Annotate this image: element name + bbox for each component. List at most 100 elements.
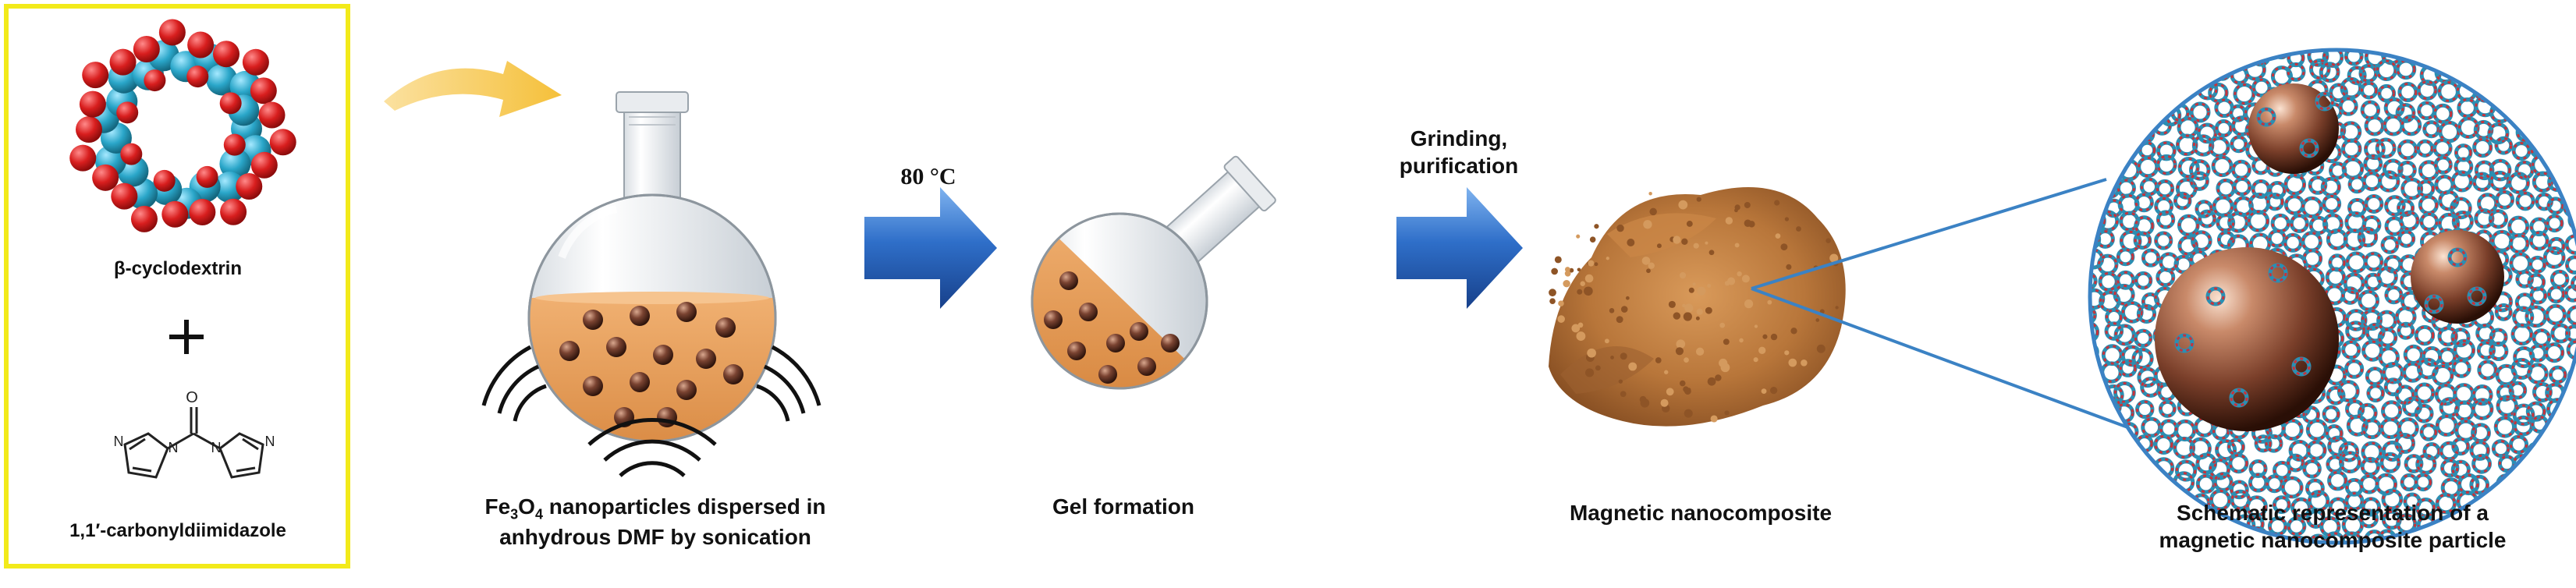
cyclodextrin-ring <box>2506 50 2528 66</box>
cyclodextrin-ring <box>2564 136 2576 157</box>
cyclodextrin-ring <box>2156 210 2176 229</box>
cyclodextrin-ring <box>2134 50 2157 67</box>
oxygen-atom <box>130 205 158 232</box>
cyclodextrin-ring <box>2507 172 2530 194</box>
powder-grain <box>1620 306 1628 313</box>
powder-grain <box>1571 324 1581 333</box>
cyclodextrin-ring <box>2361 214 2382 235</box>
cyclodextrin-ring <box>2528 230 2549 251</box>
cyclodextrin-ring <box>2344 309 2368 331</box>
cyclodextrin-ring <box>2344 359 2365 379</box>
cyclodextrin-ring <box>2305 478 2325 498</box>
cyclodextrin-ring <box>2159 80 2180 99</box>
cyclodextrin-ring <box>2366 384 2385 403</box>
cyclodextrin-ring <box>2470 50 2489 66</box>
cyclodextrin-ring <box>2564 512 2576 534</box>
cyclodextrin-ring <box>2451 358 2471 378</box>
cyclodextrin-ring <box>2090 190 2096 211</box>
cyclodextrin-ring <box>2545 303 2567 326</box>
cyclodextrin-ring <box>2233 83 2256 105</box>
cyclodextrin-ring <box>2454 157 2474 177</box>
cyclodextrin-ring <box>2090 64 2098 84</box>
cyclodextrin-ring <box>2134 459 2156 481</box>
powder-grain <box>1761 388 1767 395</box>
cyclodextrin-ring <box>2532 381 2553 402</box>
cyclodextrin-ring <box>2398 210 2420 232</box>
cyclodextrin-ring <box>2379 452 2401 473</box>
cyclodextrin-ring <box>2090 271 2098 291</box>
cyclodextrin-ring <box>2491 50 2511 68</box>
cyclodextrin-ring <box>2548 365 2567 384</box>
cyclodextrin-ring <box>2138 97 2157 116</box>
carbon-atom <box>206 64 238 96</box>
cyclodextrin-ring <box>2133 83 2155 104</box>
cyclodextrin-ring <box>2566 339 2576 360</box>
cyclodextrin-ring <box>2095 81 2118 104</box>
cyclodextrin-ring <box>2307 533 2329 543</box>
powder-grain <box>1576 331 1586 341</box>
curved-arrow <box>384 61 562 117</box>
cyclodextrin-ring <box>2489 341 2509 362</box>
powder-grain <box>1584 274 1594 283</box>
cyclodextrin-ring <box>2530 459 2549 477</box>
cyclodextrin-ring <box>2229 480 2249 500</box>
cyclodextrin-ring <box>2360 309 2383 331</box>
cyclodextrin-ring <box>2302 459 2322 479</box>
cyclodextrin-ring <box>2376 266 2398 288</box>
oxygen-atom <box>187 31 215 58</box>
powder-grain <box>1558 300 1564 306</box>
oxygen-atom <box>69 144 97 172</box>
cyclodextrin-ring <box>2286 453 2305 473</box>
cyclodextrin-ring <box>2381 488 2404 511</box>
cyclodextrin-ring <box>2098 419 2117 437</box>
cyclodextrin-ring <box>2419 211 2439 232</box>
powder-grain <box>1678 200 1688 210</box>
arrow1-condition: 80 °C <box>900 164 956 190</box>
powder-grain <box>1681 238 1688 245</box>
cyclodextrin-ring <box>2564 120 2576 143</box>
powder-grain <box>1655 357 1662 363</box>
cyclodextrin-ring <box>2326 385 2346 406</box>
cyclodextrin-ring <box>2511 141 2532 161</box>
powder-grain <box>1696 197 1701 202</box>
cyclodextrin-ring <box>2340 286 2360 305</box>
powder-grain <box>1723 338 1730 345</box>
powder-grain <box>1739 338 1744 343</box>
cyclodextrin-ring <box>2208 458 2231 480</box>
powder-grain <box>1577 267 1581 272</box>
powder-grain <box>1616 316 1623 324</box>
cyclodextrin-rings-foreground <box>2174 91 2487 408</box>
oxygen-atom <box>116 101 139 124</box>
cyclodextrin-ring <box>2268 263 2288 283</box>
cyclodextrin-ring <box>2357 226 2379 248</box>
powder-grain <box>1675 347 1684 356</box>
powder-grain <box>1628 362 1637 371</box>
cdi-nitrogen-left-ring: N <box>114 434 124 449</box>
cyclodextrin-ring <box>2281 418 2304 441</box>
cyclodextrin-ring <box>2158 399 2177 418</box>
cyclodextrin-ring <box>2514 474 2537 498</box>
cyclodextrin-ring <box>2173 62 2197 86</box>
cyclodextrin-ring <box>2419 423 2438 441</box>
cyclodextrin-ring <box>2090 119 2104 140</box>
cdi-nitrogen-right-ring: N <box>265 434 275 449</box>
cyclodextrin-ring <box>2395 102 2416 123</box>
oxygen-atom <box>186 66 209 88</box>
cyclodextrin-ring <box>2209 489 2232 512</box>
oxygen-atom <box>250 151 278 179</box>
powder-grain <box>1767 299 1772 305</box>
cyclodextrin-ring <box>2416 80 2438 101</box>
cyclodextrin-ring <box>2227 211 2249 233</box>
cyclodextrin-ring <box>2570 63 2576 83</box>
powder-grain <box>1676 339 1686 349</box>
cyclodextrin-ring <box>2116 78 2139 101</box>
cyclodextrin-ring <box>2494 303 2513 321</box>
cyclodextrin-ring <box>2090 154 2103 174</box>
cyclodextrin-ring <box>2544 474 2565 495</box>
cyclodextrin-ring <box>2272 460 2292 480</box>
cyclodextrin-ring <box>2375 137 2397 159</box>
powder-grain <box>1697 286 1706 296</box>
oxygen-atom <box>109 48 137 76</box>
cyclodextrin-ring <box>2283 232 2303 253</box>
cyclodextrin-ring <box>2384 285 2404 305</box>
